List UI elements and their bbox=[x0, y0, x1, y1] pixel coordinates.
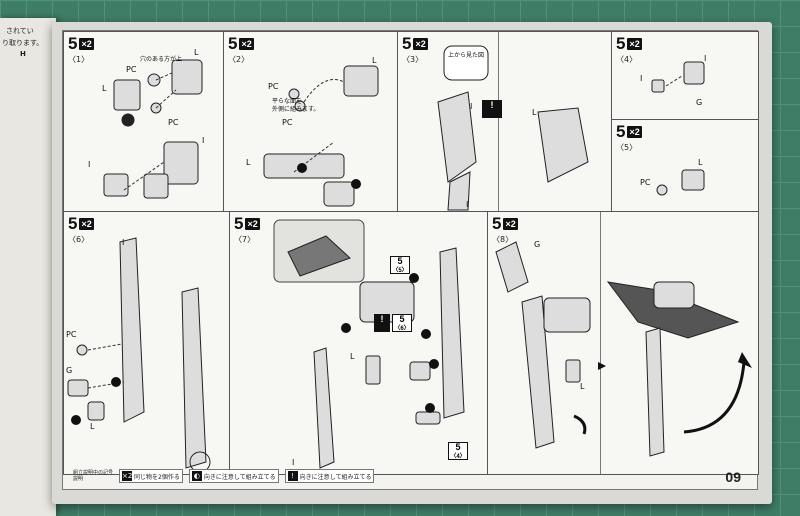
left-page-text-3: H bbox=[20, 50, 26, 58]
step-number: 5×2 bbox=[616, 122, 642, 141]
orientation-icon: ◐ bbox=[191, 471, 202, 481]
legend-heading: 組立説明中の記号説明 bbox=[73, 470, 114, 482]
instruction-page: 5×2 〈1〉 PC 穴のある方が上 L L PC bbox=[52, 22, 772, 504]
assembly-drawing bbox=[495, 241, 752, 457]
assembly-drawing bbox=[651, 61, 705, 93]
substep-label: 〈3〉 bbox=[402, 55, 424, 64]
step-number: 5×2 bbox=[68, 214, 94, 233]
part-label: I bbox=[470, 102, 473, 111]
step-panel-7: 5×2 〈7〉 5〈5〉 5〈6〉 ! 5〈4〉 L I bbox=[229, 211, 489, 475]
part-label: PC bbox=[168, 118, 179, 127]
substep-label: 〈2〉 bbox=[228, 55, 250, 64]
caution-icon: ! bbox=[482, 100, 502, 118]
step-number: 5×2 bbox=[402, 34, 428, 53]
part-label: I bbox=[292, 458, 295, 467]
previous-page-edge: されてい り取ります。 H bbox=[0, 18, 56, 516]
substep-label: 〈5〉 bbox=[616, 143, 638, 152]
part-label: PC bbox=[126, 65, 137, 74]
part-label: I bbox=[466, 200, 469, 209]
assembly-drawing bbox=[437, 45, 589, 211]
part-label: PC bbox=[640, 178, 651, 187]
substep-label: 〈4〉 bbox=[616, 55, 638, 64]
step-panel-3: 5×2 〈3〉 上から見た図 I ! L I bbox=[397, 31, 613, 213]
assembly-drawing bbox=[263, 65, 379, 207]
step-number: 5×2 bbox=[68, 34, 94, 53]
note-label: 平らな面を bbox=[272, 98, 303, 105]
part-label: G bbox=[66, 366, 73, 375]
step-number: 5×2 bbox=[234, 214, 260, 233]
part-label: PC bbox=[282, 118, 293, 127]
legend-item: !向きに注意して組み立てる bbox=[284, 469, 375, 483]
page-number: 09 bbox=[725, 469, 741, 485]
note-label: 穴のある方が上 bbox=[140, 56, 183, 63]
part-label: I bbox=[122, 238, 125, 247]
multiplier-icon: ×2 bbox=[122, 471, 133, 481]
part-label: G bbox=[696, 98, 703, 107]
substep-label: 〈6〉 bbox=[68, 235, 90, 244]
part-label: L bbox=[246, 158, 251, 167]
part-label: L bbox=[194, 48, 199, 57]
step-panel-2: 5×2 〈2〉 PC L 平らな面を 外側に組みます。 PC L bbox=[223, 31, 399, 213]
step-panel-8: 5×2 〈8〉 G L bbox=[487, 211, 759, 475]
substep-label: 〈8〉 bbox=[492, 235, 514, 244]
instruction-sheet: 5×2 〈1〉 PC 穴のある方が上 L L PC bbox=[62, 30, 759, 490]
caution-icon: ! bbox=[287, 471, 298, 481]
part-label: L bbox=[350, 352, 355, 361]
reference-step-badge: 5〈6〉 bbox=[392, 314, 412, 332]
part-label: I bbox=[202, 136, 205, 145]
step-panel-1: 5×2 〈1〉 PC 穴のある方が上 L L PC bbox=[63, 31, 225, 213]
note-label: 上から見た図 bbox=[448, 52, 485, 59]
substep-label: 〈1〉 bbox=[68, 55, 90, 64]
part-label: L bbox=[580, 382, 585, 391]
assembly-drawing bbox=[67, 237, 211, 473]
reference-step-badge: 5〈4〉 bbox=[448, 442, 468, 460]
part-label: PC bbox=[66, 330, 77, 339]
assembly-drawing bbox=[273, 219, 465, 469]
part-label: L bbox=[102, 84, 107, 93]
assembly-drawing bbox=[656, 169, 705, 196]
part-label: I bbox=[640, 74, 643, 83]
part-label: I bbox=[704, 54, 707, 63]
part-label: L bbox=[90, 422, 95, 431]
step-number: 5×2 bbox=[492, 214, 518, 233]
part-label: L bbox=[698, 158, 703, 167]
step-number: 5×2 bbox=[228, 34, 254, 53]
left-page-text-1: されてい bbox=[6, 27, 34, 35]
step-number: 5×2 bbox=[616, 34, 642, 53]
note-label: 外側に組みます。 bbox=[272, 106, 320, 113]
part-label: L bbox=[372, 56, 377, 65]
step-panel-4: 5×2 〈4〉 I I G bbox=[611, 31, 759, 121]
part-label: I bbox=[88, 160, 91, 169]
part-label: PC bbox=[268, 82, 279, 91]
assembly-drawing bbox=[103, 59, 203, 199]
part-label: L bbox=[532, 108, 537, 117]
legend-item: ◐向きに注意して組み立てる bbox=[188, 469, 279, 483]
left-page-text-2: り取ります。 bbox=[2, 39, 44, 47]
step-panel-5: 5×2 〈5〉 PC L bbox=[611, 119, 759, 213]
part-label: G bbox=[534, 240, 541, 249]
substep-label: 〈7〉 bbox=[234, 235, 256, 244]
step-panel-6: 5×2 〈6〉 I PC G L bbox=[63, 211, 231, 475]
reference-step-badge: 5〈5〉 bbox=[390, 256, 410, 274]
caution-icon: ! bbox=[374, 314, 390, 332]
